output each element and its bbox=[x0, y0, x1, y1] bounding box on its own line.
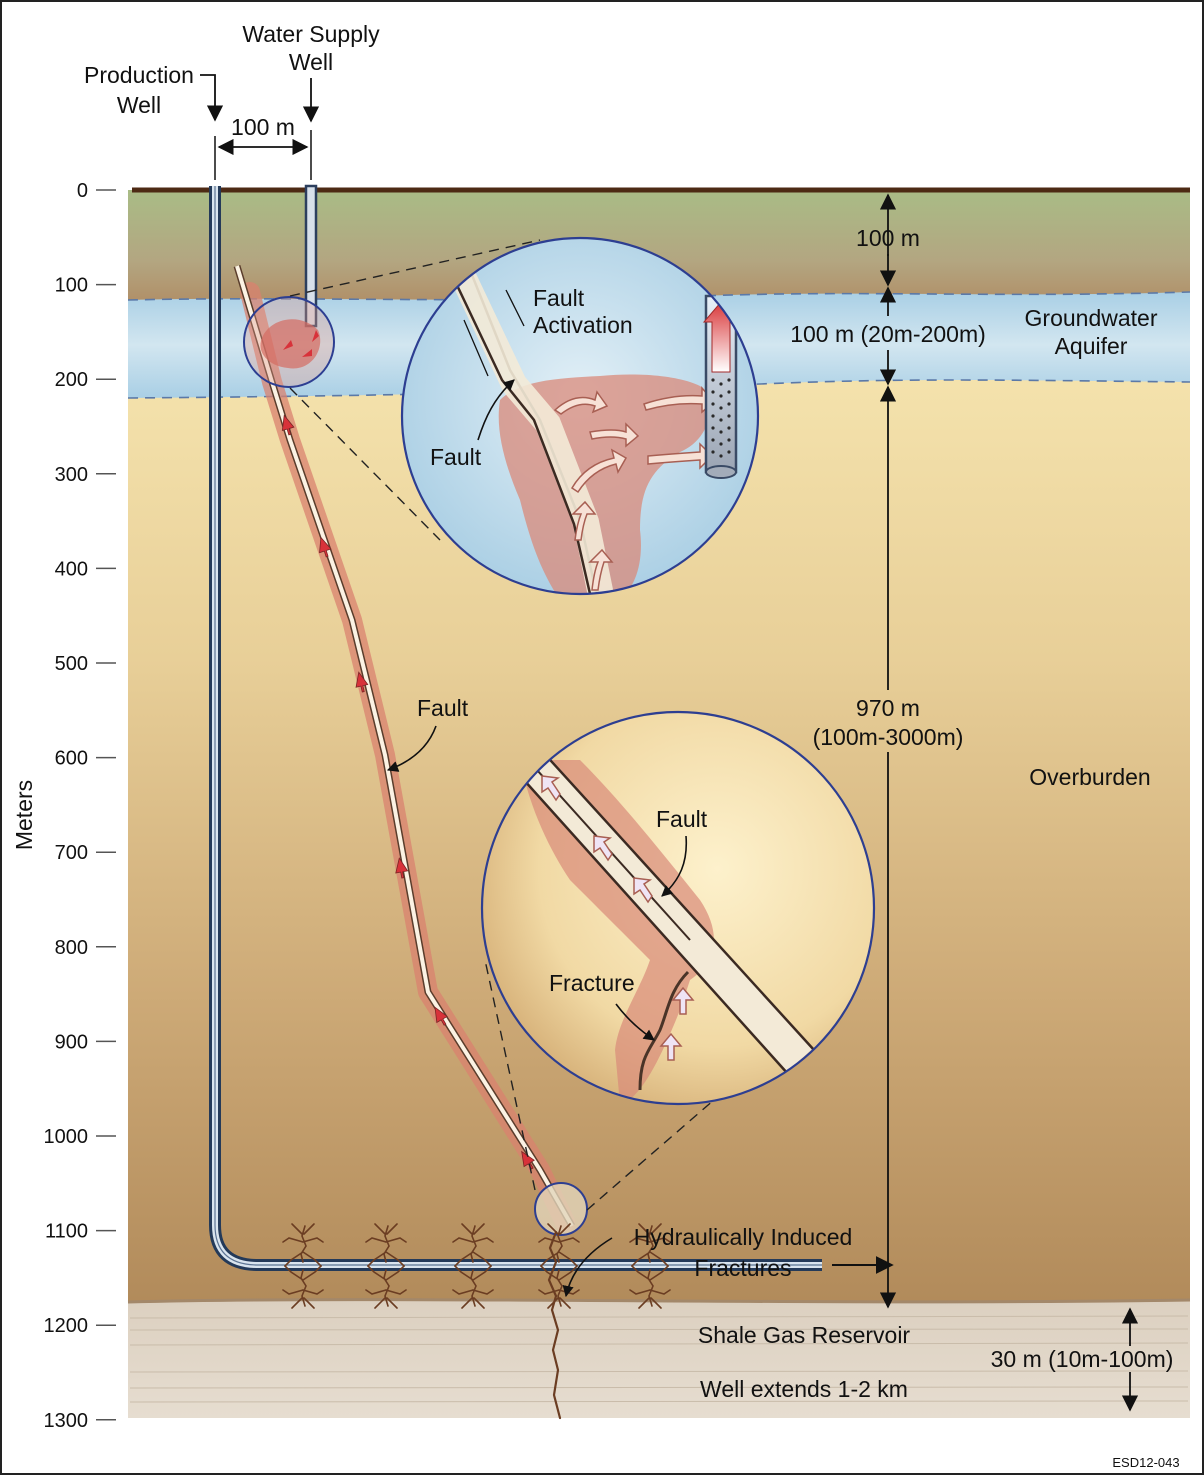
axis-tick-label: 100 bbox=[55, 275, 88, 297]
spacing-label: 100 m bbox=[231, 114, 295, 140]
axis-tick-label: 400 bbox=[55, 558, 88, 580]
reservoir-name: Shale Gas Reservoir bbox=[698, 1322, 911, 1348]
axis-tick-label: 900 bbox=[55, 1031, 88, 1053]
axis-tick-label: 800 bbox=[55, 937, 88, 959]
overburden-thickness-label-line1: 970 m bbox=[856, 695, 920, 721]
fault-label: Fault bbox=[417, 695, 469, 721]
axis-tick-label: 1300 bbox=[44, 1410, 89, 1432]
axis-tick-label: 200 bbox=[55, 369, 88, 391]
axis-tick-label: 600 bbox=[55, 748, 88, 770]
inset-top-fault-activation-line2: Activation bbox=[533, 312, 633, 338]
aquifer-name-line2: Aquifer bbox=[1055, 333, 1128, 359]
figure-code: ESD12-043 bbox=[1112, 1455, 1179, 1470]
inset-bottom-fault-label: Fault bbox=[656, 806, 708, 832]
inset-bottom-fracture-label: Fracture bbox=[549, 970, 635, 996]
axis-tick-label: 1000 bbox=[44, 1126, 89, 1148]
hydraulic-fractures-label-line2: Fractures bbox=[694, 1255, 791, 1281]
inset-top-fault-label: Fault bbox=[430, 444, 482, 470]
overburden-thickness-label-line2: (100m-3000m) bbox=[813, 724, 964, 750]
reservoir-thickness-label: 30 m (10m-100m) bbox=[991, 1346, 1174, 1372]
axis-tick-label: 1200 bbox=[44, 1315, 89, 1337]
water-well-label-line2: Well bbox=[289, 49, 333, 75]
hydraulic-fractures-label-line1: Hydraulically Induced bbox=[634, 1224, 853, 1250]
aquifer-name-line1: Groundwater bbox=[1025, 305, 1158, 331]
production-well-label-line1: Production bbox=[84, 62, 194, 88]
production-well-label-line2: Well bbox=[117, 92, 161, 118]
aquifer-thickness-label: 100 m (20m-200m) bbox=[790, 321, 986, 347]
well-extends-label: Well extends 1-2 km bbox=[700, 1376, 908, 1402]
axis-label: Meters bbox=[11, 780, 37, 850]
aquifer-contamination-spot bbox=[244, 297, 334, 387]
axis-tick-label: 500 bbox=[55, 653, 88, 675]
axis-tick-label: 1100 bbox=[45, 1221, 88, 1243]
water-well-label-line1: Water Supply bbox=[242, 21, 380, 47]
soil-thickness-label: 100 m bbox=[856, 225, 920, 251]
overburden-name: Overburden bbox=[1029, 764, 1150, 790]
inset-top-fault-activation-line1: Fault bbox=[533, 285, 585, 311]
axis-tick-label: 300 bbox=[55, 464, 88, 486]
axis-tick-label: 700 bbox=[55, 842, 88, 864]
inset-reservoir: Fault Fracture bbox=[482, 712, 874, 1104]
axis-tick-label: 0 bbox=[77, 180, 88, 202]
